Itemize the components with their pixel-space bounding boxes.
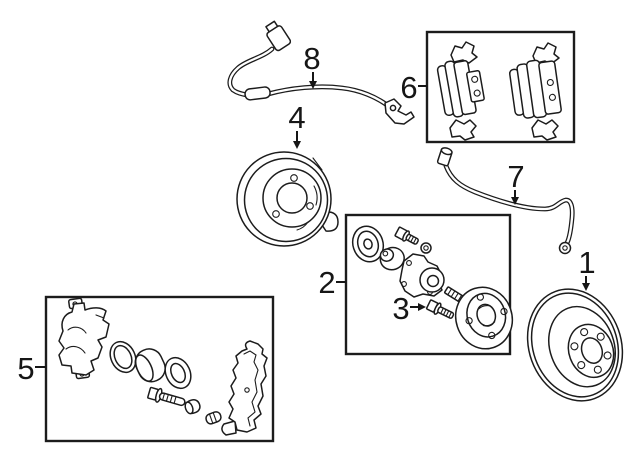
caliper-kit-group [44, 295, 275, 443]
hose-fitting-top [436, 147, 453, 167]
callout-label-3[interactable]: 3 [392, 291, 409, 326]
dust-shield [236, 151, 339, 247]
callout-label-7[interactable]: 7 [507, 159, 524, 194]
hub-flange [454, 286, 514, 350]
callout-8: 8 [303, 41, 321, 89]
hose-eyelet [558, 241, 572, 255]
sensor-connector-icon [265, 20, 292, 52]
callout-5: 5 [17, 351, 46, 386]
cone-seal [379, 246, 405, 271]
abs-sensor-cable [227, 20, 415, 125]
brake-pad-left [436, 41, 485, 141]
guide-pin-bolt [147, 386, 186, 407]
callout-label-2[interactable]: 2 [318, 265, 335, 300]
callout-label-5[interactable]: 5 [17, 351, 34, 386]
piston-boot-2 [164, 356, 192, 390]
grease-cap [351, 225, 385, 263]
small-nut [420, 242, 432, 254]
piston-boot-1 [109, 340, 137, 374]
callout-label-4[interactable]: 4 [288, 100, 305, 135]
callout-3: 3 [392, 291, 426, 326]
caliper-piston [134, 348, 166, 383]
brake-hose [436, 147, 575, 255]
hub-kit-group [344, 213, 514, 356]
callout-4: 4 [288, 100, 306, 149]
callout-7: 7 [507, 159, 525, 205]
pin-bushing [184, 398, 201, 415]
brake-pad-kit-group [425, 30, 576, 144]
brake-rotor [526, 288, 624, 402]
caliper-bracket [221, 340, 268, 436]
bearing-flange [399, 253, 445, 298]
cable-sleeve [244, 86, 271, 101]
brake-pad-right [508, 42, 562, 141]
hub-bolt-callout3 [425, 299, 455, 319]
callout-label-6[interactable]: 6 [400, 70, 417, 105]
callout-2: 2 [318, 265, 346, 300]
callout-label-1[interactable]: 1 [578, 245, 595, 280]
sensor-head [384, 98, 415, 125]
callout-1: 1 [578, 245, 596, 291]
callout-label-8[interactable]: 8 [303, 41, 320, 76]
caliper-body [58, 297, 110, 380]
small-bolt-top [394, 226, 419, 245]
pin-sleeve [205, 411, 222, 425]
callout-6: 6 [400, 70, 427, 105]
